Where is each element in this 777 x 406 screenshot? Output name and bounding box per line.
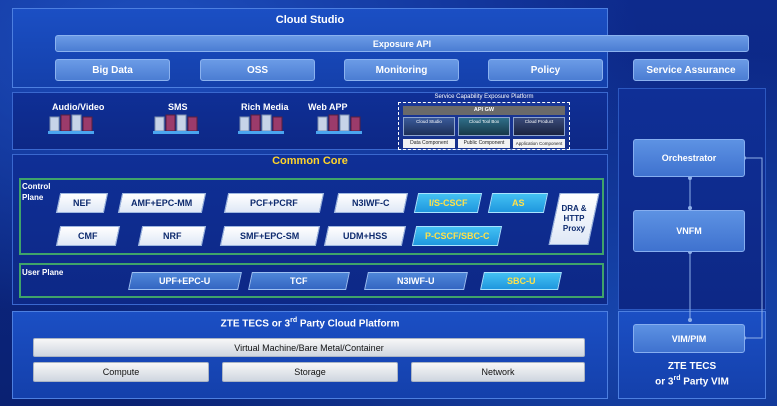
orchestrator-box[interactable]: Orchestrator	[633, 139, 745, 177]
user-plane-label: User Plane	[22, 268, 64, 277]
management-panel	[618, 88, 766, 310]
scep-title: Service Capability Exposure Platform	[434, 94, 534, 100]
service-label-sms: SMS	[168, 102, 188, 112]
resource-storage[interactable]: Storage	[222, 362, 398, 382]
nf-box-tcf[interactable]: TCF	[248, 272, 350, 290]
nf-box-sbc-u[interactable]: SBC-U	[480, 272, 562, 290]
cloud-studio-item-policy[interactable]: Policy	[488, 59, 603, 81]
nf-box-n3iwf-c[interactable]: N3IWF-C	[333, 193, 409, 213]
nf-label: NRF	[162, 231, 182, 241]
server-cluster-icon	[153, 114, 199, 134]
nf-box-pcf-pcrf[interactable]: PCF+PCRF	[223, 193, 325, 213]
cloud-studio-item-big-data[interactable]: Big Data	[55, 59, 170, 81]
management-connector-lines	[688, 156, 763, 340]
nf-box-i-s-cscf[interactable]: I/S-CSCF	[413, 193, 483, 213]
nf-label: DRA & HTTP Proxy	[561, 204, 587, 233]
nf-box-nrf[interactable]: NRF	[137, 226, 207, 246]
vim-pim-box[interactable]: VIM/PIM	[633, 324, 745, 353]
scep-component-data: Data Component	[403, 139, 455, 148]
nf-label: UDM+HSS	[342, 231, 388, 241]
scep-tile-label: Cloud Studio	[416, 119, 442, 124]
nf-label: SMF+EPC-SM	[240, 231, 300, 241]
nf-label: UPF+EPC-U	[159, 276, 211, 286]
nf-label: TCF	[290, 276, 308, 286]
platform-title-prefix: ZTE TECS or 3	[220, 318, 291, 330]
cloud-studio-item-oss[interactable]: OSS	[200, 59, 315, 81]
vim-footer-sup: rd	[673, 375, 681, 382]
vim-footer-line2: or 3rd Party VIM	[618, 375, 766, 387]
scep-component-public: Public Component	[458, 139, 510, 148]
nf-label: N3IWF-U	[397, 276, 435, 286]
scep-api-gw: API GW	[403, 106, 565, 115]
exposure-api-bar[interactable]: Exposure API	[55, 35, 749, 52]
server-cluster-icon	[48, 114, 94, 134]
platform-title: ZTE TECS or 3rd Party Cloud Platform	[12, 317, 608, 329]
control-plane-label: Control Plane	[22, 182, 51, 202]
nf-label: P-CSCF/SBC-C	[424, 231, 490, 241]
nf-label: PCF+PCRF	[250, 198, 298, 208]
scep-component-application: Application Component	[513, 139, 565, 148]
vim-footer-suffix: Party VIM	[680, 376, 729, 388]
nf-box-udm-hss[interactable]: UDM+HSS	[323, 226, 407, 246]
nf-box-upf-epc-u[interactable]: UPF+EPC-U	[128, 272, 242, 290]
nf-label: CMF	[78, 231, 98, 241]
nf-box-as[interactable]: AS	[487, 193, 549, 213]
common-core-title: Common Core	[272, 155, 348, 167]
scep-tile-cloud-tool-box: Cloud Tool Box	[458, 117, 510, 136]
vim-footer-line1: ZTE TECS	[667, 361, 717, 372]
nf-label: I/S-CSCF	[428, 198, 468, 208]
user-plane-frame	[19, 263, 604, 298]
nf-box-cmf[interactable]: CMF	[55, 226, 121, 246]
nf-label: N3IWF-C	[352, 198, 390, 208]
nf-box-amf-epc-mm[interactable]: AMF+EPC-MM	[117, 193, 207, 213]
nf-box-smf-epc-sm[interactable]: SMF+EPC-SM	[219, 226, 321, 246]
nf-box-p-cscf-sbc-c[interactable]: P-CSCF/SBC-C	[411, 226, 503, 246]
service-label-audio-video: Audio/Video	[52, 102, 105, 112]
resource-compute[interactable]: Compute	[33, 362, 209, 382]
scep-tile-cloud-studio: Cloud Studio	[403, 117, 455, 136]
nf-label: AS	[511, 198, 525, 208]
platform-title-suffix: Party Cloud Platform	[297, 318, 400, 330]
cloud-studio-item-service-assurance[interactable]: Service Assurance	[633, 59, 749, 81]
server-cluster-icon	[316, 114, 362, 134]
scep-tile-label: Cloud Tool Box	[468, 119, 500, 124]
nf-label: NEF	[73, 198, 91, 208]
server-cluster-icon	[238, 114, 284, 134]
nf-label: AMF+EPC-MM	[131, 198, 193, 208]
vm-baremetal-container-bar[interactable]: Virtual Machine/Bare Metal/Container	[33, 338, 585, 357]
nf-label: SBC-U	[506, 276, 536, 286]
service-label-web-app: Web APP	[308, 102, 348, 112]
scep-tile-label: Cloud Product	[524, 119, 554, 124]
platform-title-sup: rd	[290, 317, 298, 324]
nf-box-n3iwf-u[interactable]: N3IWF-U	[364, 272, 468, 290]
nf-box-nef[interactable]: NEF	[55, 193, 109, 213]
cloud-studio-item-monitoring[interactable]: Monitoring	[344, 59, 459, 81]
resource-network[interactable]: Network	[411, 362, 585, 382]
control-plane-frame	[19, 178, 604, 255]
vnfm-box[interactable]: VNFM	[633, 210, 745, 252]
service-label-rich-media: Rich Media	[241, 102, 289, 112]
scep-tile-cloud-product: Cloud Product	[513, 117, 565, 136]
vim-footer-prefix: or 3	[655, 376, 674, 388]
cloud-studio-title: Cloud Studio	[275, 14, 345, 26]
